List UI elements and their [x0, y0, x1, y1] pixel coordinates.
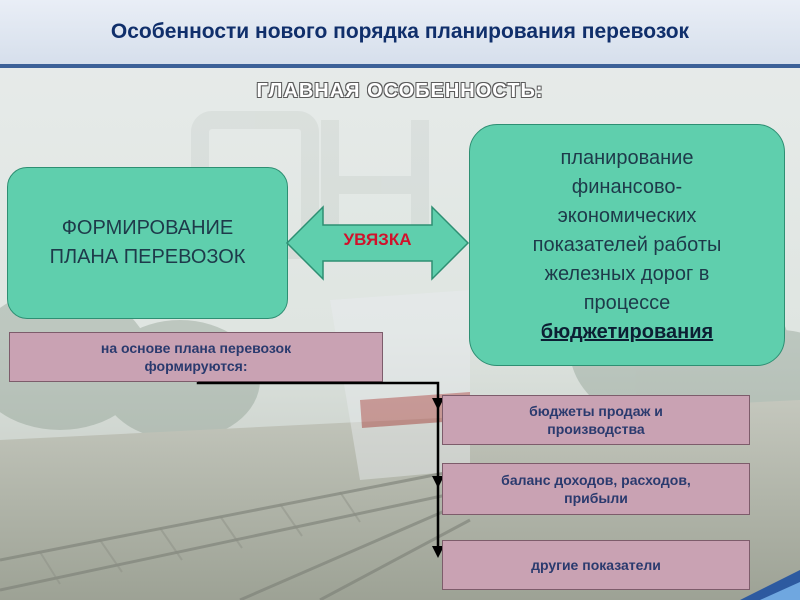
base-box: на основе плана перевозок формируются: — [9, 332, 383, 382]
budget-line4: показателей работы — [532, 233, 722, 256]
budget-line6: процессе — [583, 291, 671, 314]
budget-line1: планирование — [560, 146, 694, 169]
budget-line3: экономических — [557, 204, 697, 227]
budget-line5: железных дорог в — [544, 262, 710, 285]
output-box-1: бюджеты продаж и производства — [442, 395, 750, 445]
header-bar: Особенности нового порядка планирования … — [0, 0, 800, 68]
output-1-line2: производства — [547, 421, 645, 437]
output-2-line2: прибыли — [564, 490, 628, 506]
base-box-line1: на основе плана перевозок — [100, 340, 292, 356]
base-box-line2: формируются: — [144, 358, 248, 374]
page-title: Особенности нового порядка планирования … — [110, 20, 690, 43]
double-arrow — [285, 205, 470, 281]
budget-line2: финансово- — [571, 175, 683, 198]
box-budget-planning: планирование финансово- экономических по… — [469, 124, 785, 366]
output-1-line1: бюджеты продаж и — [529, 403, 663, 419]
link-label: УВЯЗКА — [343, 230, 412, 249]
output-box-2: баланс доходов, расходов, прибыли — [442, 463, 750, 515]
output-box-3: другие показатели — [442, 540, 750, 590]
budget-emphasis: бюджетирования — [540, 320, 714, 343]
box-plan-formation-line2: ПЛАНА ПЕРЕВОЗОК — [49, 246, 246, 268]
subtitle: ГЛАВНАЯ ОСОБЕННОСТЬ: — [256, 80, 544, 102]
box-plan-formation-line1: ФОРМИРОВАНИЕ — [61, 217, 234, 239]
output-2-line1: баланс доходов, расходов, — [501, 472, 691, 488]
output-3-line1: другие показатели — [531, 557, 661, 573]
box-plan-formation: ФОРМИРОВАНИЕ ПЛАНА ПЕРЕВОЗОК — [7, 167, 288, 319]
